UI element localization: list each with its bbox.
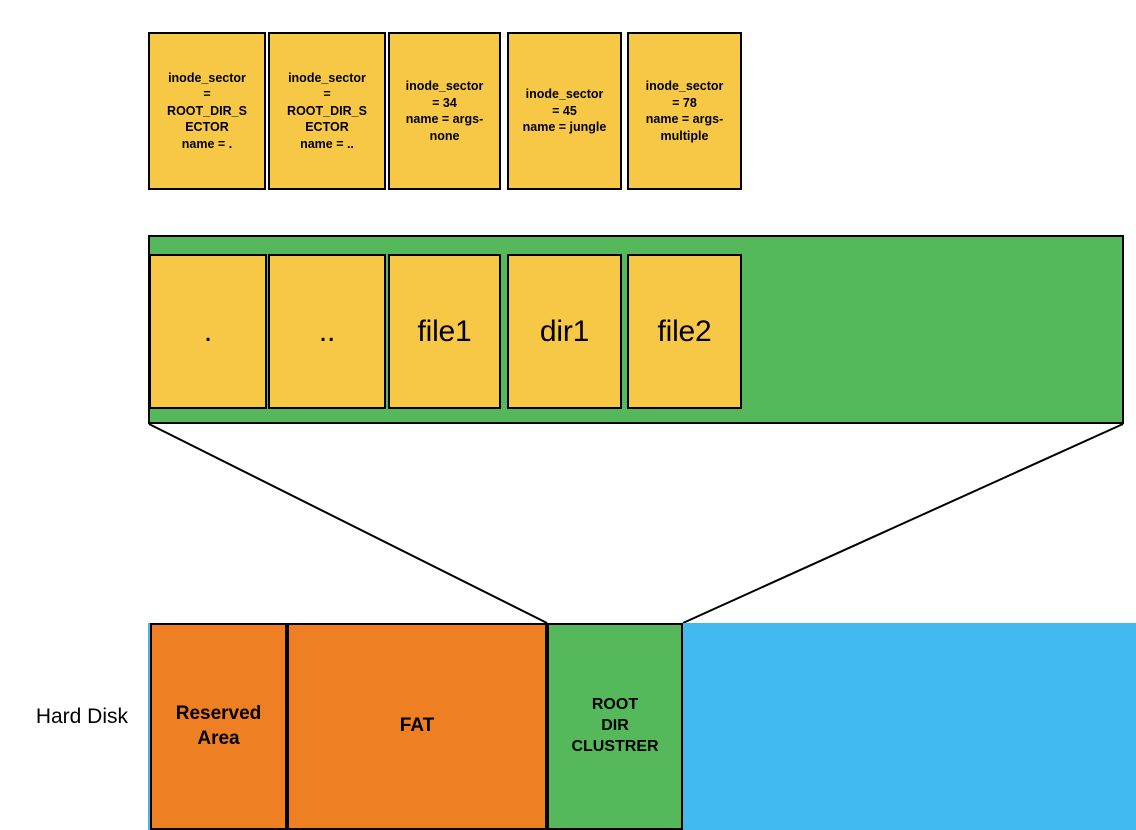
disk-segment-reserved-area-label: Reserved Area <box>175 702 262 749</box>
inode-entry-dir1-text: inode_sector = 45 name = jungle <box>522 87 607 135</box>
inode-entry-file2-text: inode_sector = 78 name = args- multiple <box>645 79 724 143</box>
inode-entry-dir1: inode_sector = 45 name = jungle <box>507 32 622 190</box>
inode-entry-dotdot-text: inode_sector = ROOT_DIR_S ECTOR name = .… <box>287 70 367 151</box>
disk-segment-fat-label: FAT <box>399 715 435 737</box>
inode-entry-dot-text: inode_sector = ROOT_DIR_S ECTOR name = . <box>167 70 247 151</box>
inode-entry-dot: inode_sector = ROOT_DIR_S ECTOR name = . <box>148 32 266 190</box>
dirent-file2: file2 <box>627 254 742 409</box>
dirent-dir1: dir1 <box>507 254 622 409</box>
hard-disk-label: Hard Disk <box>35 705 128 728</box>
dirent-dir1-label: dir1 <box>539 314 590 348</box>
inode-entry-file2: inode_sector = 78 name = args- multiple <box>627 32 742 190</box>
disk-segment-fat: FAT <box>287 623 547 830</box>
disk-segment-reserved-area: Reserved Area <box>150 623 287 830</box>
dirent-file2-label: file2 <box>657 314 712 348</box>
connector-line-left <box>148 423 548 624</box>
dirent-file1: file1 <box>388 254 501 409</box>
dirent-dotdot-label: .. <box>318 314 336 348</box>
dirent-dot: . <box>149 254 267 409</box>
inode-entry-dotdot: inode_sector = ROOT_DIR_S ECTOR name = .… <box>268 32 386 190</box>
dirent-dot-label: . <box>203 314 213 348</box>
disk-segment-root-dir-label: ROOT DIR CLUSTRER <box>571 696 659 755</box>
disk-segment-root-dir: ROOT DIR CLUSTRER <box>547 623 683 830</box>
connector-line-right <box>682 423 1124 624</box>
inode-entry-file1: inode_sector = 34 name = args- none <box>388 32 501 190</box>
inode-entry-file1-text: inode_sector = 34 name = args- none <box>405 79 484 143</box>
dirent-dotdot: .. <box>268 254 386 409</box>
dirent-file1-label: file1 <box>417 314 472 348</box>
